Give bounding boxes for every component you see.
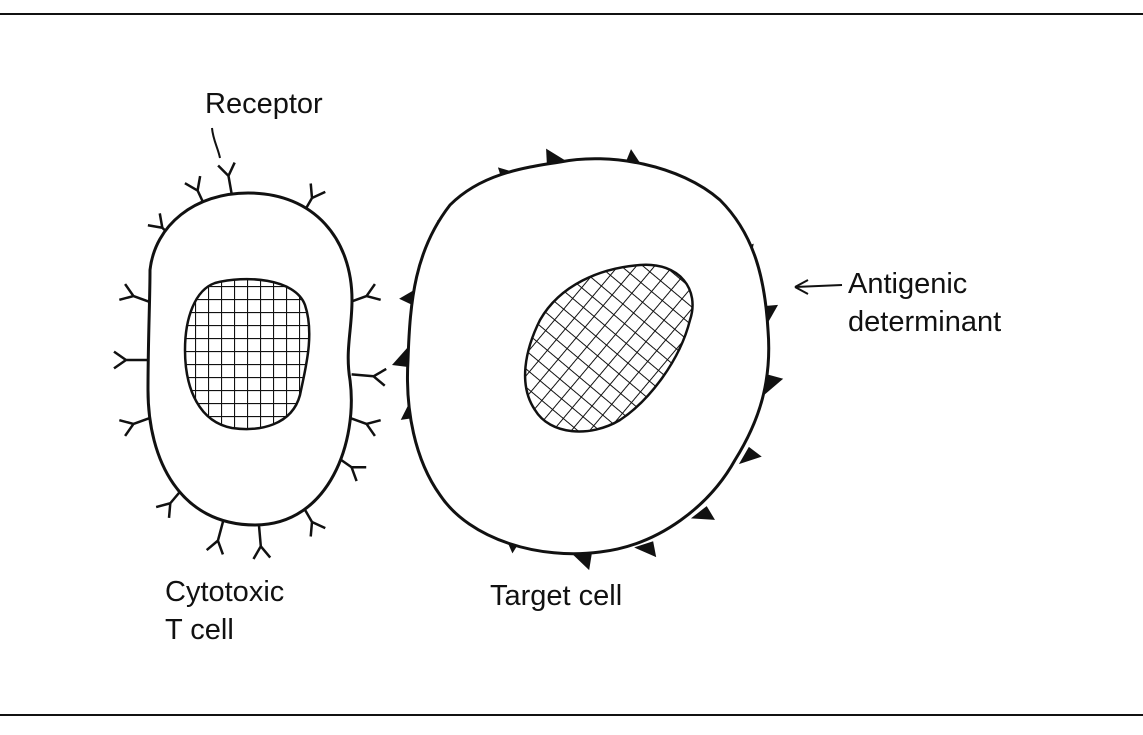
target-cell-label: Target cell: [490, 580, 623, 612]
receptor-label: Receptor: [205, 88, 323, 120]
receptor-icon: [113, 350, 148, 370]
receptor-icon: [205, 519, 225, 555]
t-cell-label-line2: T cell: [165, 614, 234, 646]
antigenic-determinant-icon: [634, 541, 657, 558]
antigenic-determinant-icon: [690, 506, 715, 520]
receptor-icon: [252, 524, 272, 560]
antigenic-label-line2: determinant: [848, 306, 1002, 338]
target-cell-nucleus: [523, 263, 694, 433]
antigenic-label-line1: Antigenic: [848, 268, 968, 300]
t-cell-nucleus: [183, 277, 311, 431]
antigenic-determinant-arrow: [794, 279, 843, 295]
antigenic-determinant-icon: [764, 374, 784, 395]
antigenic-determinant-icon: [738, 446, 762, 465]
antigenic-determinant-icon: [392, 347, 408, 367]
receptor-icon: [217, 162, 236, 198]
t-cell-label-line1: Cytotoxic: [165, 576, 285, 608]
antigenic-determinant-icon: [571, 553, 592, 571]
receptor-icon: [351, 367, 387, 387]
receptor-pointer: [211, 127, 221, 159]
